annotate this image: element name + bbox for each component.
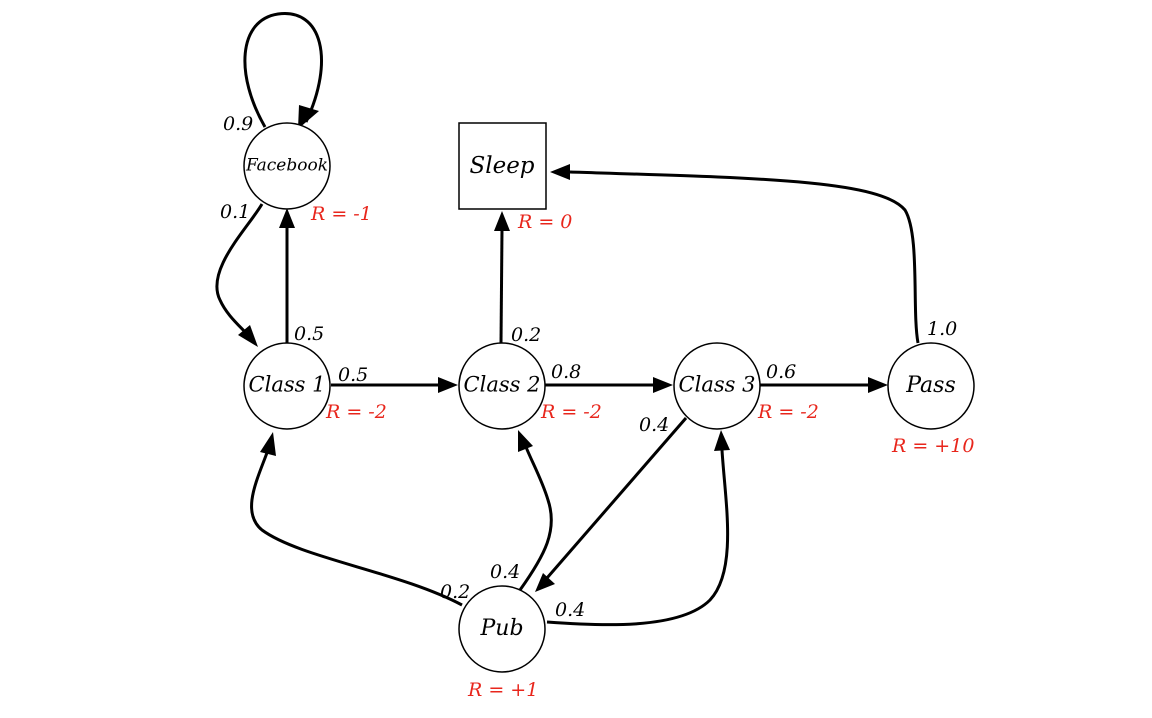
prob-class1-class2: 0.5 bbox=[338, 364, 368, 386]
arrowhead-facebook-self bbox=[298, 105, 319, 129]
node-pub-label: Pub bbox=[479, 616, 523, 641]
reward-pub: R = +1 bbox=[467, 679, 538, 701]
prob-pub-class1: 0.2 bbox=[440, 581, 470, 603]
prob-class3-pub: 0.4 bbox=[639, 414, 669, 436]
prob-pub-class3: 0.4 bbox=[555, 599, 585, 621]
edge-pub-class1 bbox=[250, 449, 463, 607]
arrowhead-pass-sleep bbox=[550, 164, 570, 180]
prob-facebook-class1: 0.1 bbox=[220, 201, 250, 223]
node-class1-circle bbox=[243, 342, 331, 430]
arrowhead-pub-class2 bbox=[518, 430, 533, 452]
node-pub-circle bbox=[458, 585, 546, 673]
prob-pass-sleep: 1.0 bbox=[927, 318, 957, 340]
prob-class2-class3: 0.8 bbox=[551, 361, 581, 383]
prob-class3-pass: 0.6 bbox=[766, 361, 796, 383]
edge-pass-sleep bbox=[569, 170, 920, 344]
arrowhead-class3-pub bbox=[535, 573, 555, 592]
arrowhead-pub-class3 bbox=[714, 430, 730, 451]
reward-class1: R = -2 bbox=[325, 401, 387, 423]
arrowhead-class2-class3 bbox=[653, 377, 673, 393]
node-class2-label: Class 2 bbox=[464, 373, 541, 397]
node-facebook: Facebook bbox=[243, 122, 331, 210]
reward-pass: R = +10 bbox=[891, 435, 974, 457]
node-class2: Class 2 bbox=[458, 342, 546, 430]
arrowhead-pub-class1 bbox=[260, 432, 276, 456]
node-pass-label: Pass bbox=[905, 373, 956, 398]
node-class1: Class 1 bbox=[243, 342, 331, 430]
arrowhead-class3-pass bbox=[868, 377, 888, 393]
reward-sleep: R = 0 bbox=[517, 211, 572, 233]
node-class3: Class 3 bbox=[673, 342, 761, 430]
prob-facebook-self: 0.9 bbox=[223, 113, 253, 135]
edge-pub-class3 bbox=[546, 449, 730, 627]
node-facebook-circle bbox=[243, 122, 331, 210]
arrowhead-class1-class2 bbox=[438, 377, 458, 393]
node-facebook-label: Facebook bbox=[245, 156, 328, 176]
arrowhead-class2-sleep bbox=[494, 211, 510, 231]
prob-class1-facebook: 0.5 bbox=[294, 323, 324, 345]
node-sleep-label: Sleep bbox=[469, 153, 534, 179]
reward-class3: R = -2 bbox=[757, 401, 819, 423]
edge-facebook-class1 bbox=[215, 203, 264, 341]
node-class3-circle bbox=[673, 342, 761, 430]
edge-class3-pub bbox=[545, 417, 688, 579]
node-class3-label: Class 3 bbox=[679, 373, 756, 397]
edge-class2-sleep bbox=[499, 228, 504, 344]
node-pass-circle bbox=[887, 342, 975, 430]
prob-class2-sleep: 0.2 bbox=[511, 324, 541, 346]
node-sleep: Sleep bbox=[458, 122, 547, 210]
arrowhead-class1-facebook bbox=[279, 208, 295, 228]
prob-pub-class2: 0.4 bbox=[490, 561, 520, 583]
node-class2-circle bbox=[458, 342, 546, 430]
arrowhead-facebook-class1 bbox=[238, 325, 258, 347]
edge-pub-class2 bbox=[518, 446, 553, 591]
edge-facebook-self bbox=[243, 12, 323, 128]
node-class1-label: Class 1 bbox=[249, 373, 326, 397]
reward-class2: R = -2 bbox=[540, 401, 602, 423]
node-pass: Pass bbox=[887, 342, 975, 430]
reward-facebook: R = -1 bbox=[310, 203, 372, 225]
node-sleep-box bbox=[458, 122, 547, 210]
node-pub: Pub bbox=[458, 585, 546, 673]
